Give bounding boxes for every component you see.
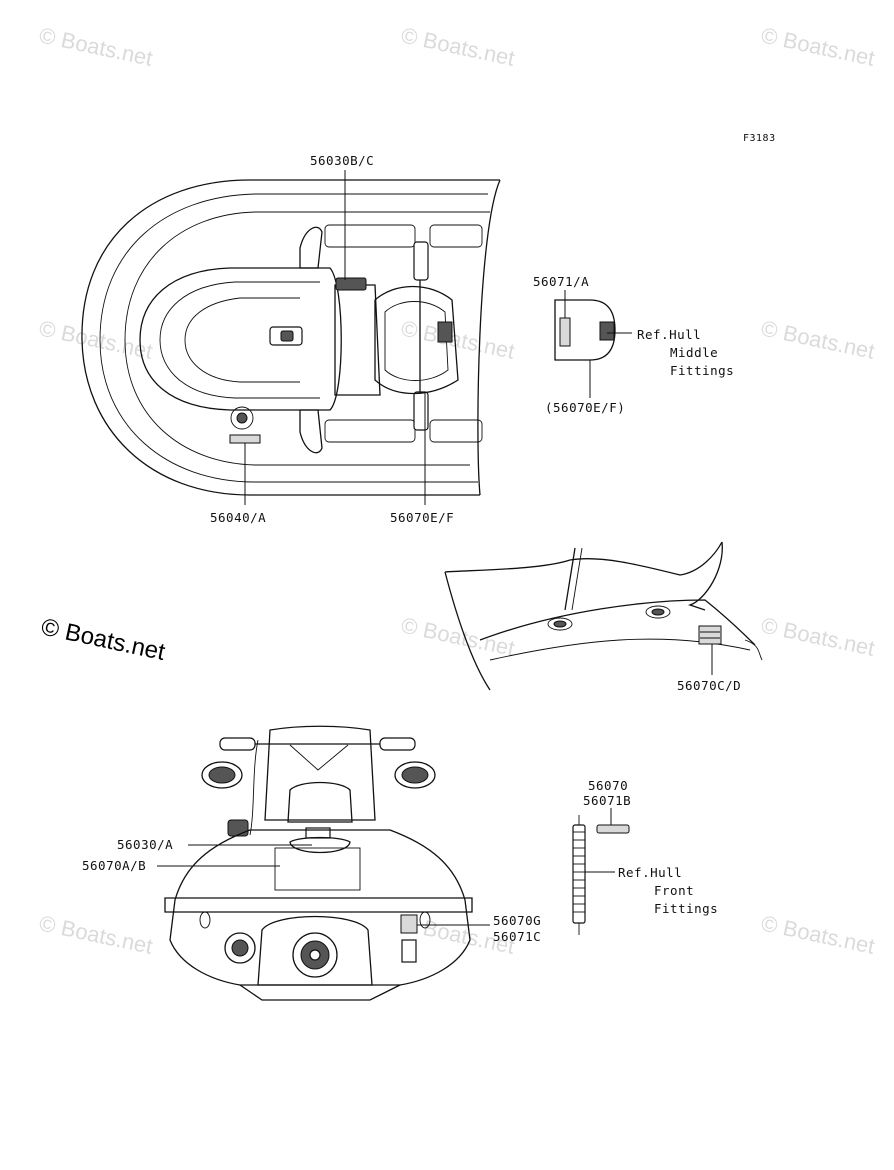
part-number-label: 56030B/C xyxy=(310,153,374,168)
watermark: © Boats.net xyxy=(37,22,155,70)
rear-view-drawing xyxy=(164,725,473,1001)
part-number-label: 56070C/D xyxy=(677,678,741,693)
inset-front-fittings: 56070 56071B Ref.Hull Front Fittings xyxy=(572,778,718,935)
reference-label: Ref.Hull xyxy=(637,327,701,342)
watermark: © Boats.net xyxy=(399,22,517,70)
part-number-label: 56040/A xyxy=(210,510,266,525)
reference-label: Middle xyxy=(670,345,718,360)
watermark: © Boats.net xyxy=(759,315,877,363)
watermark: © Boats.net xyxy=(37,910,155,958)
side-view-drawing: 56070C/D xyxy=(444,541,763,693)
rear-view-callouts: 56030/A 56070A/B 56070G 56071C xyxy=(82,837,541,944)
part-number-label: (56070E/F) xyxy=(545,400,625,415)
watermark: © Boats.net xyxy=(759,612,877,660)
inset-middle-fittings: 56071/A Ref.Hull Middle Fittings (56070E… xyxy=(533,274,734,415)
part-number-label: 56070G xyxy=(493,913,541,928)
watermark: © Boats.net xyxy=(399,315,517,363)
top-view-drawing xyxy=(81,179,501,496)
figure-code: F3183 xyxy=(743,133,776,144)
watermark-logo: © Boats.net xyxy=(39,613,168,666)
part-number-label: 56071/A xyxy=(533,274,589,289)
part-number-label: 56070A/B xyxy=(82,858,146,873)
part-number-label: 56071B xyxy=(583,793,631,808)
reference-label: Fittings xyxy=(654,901,718,916)
reference-label: Ref.Hull xyxy=(618,865,682,880)
watermark: © Boats.net xyxy=(37,315,155,363)
reference-label: Front xyxy=(654,883,694,898)
reference-label: Fittings xyxy=(670,363,734,378)
top-view-callouts: 56030B/C 56040/A 56070E/F xyxy=(210,153,454,525)
part-number-label: 56071C xyxy=(493,929,541,944)
watermark-layer: © Boats.net © Boats.net © Boats.net © Bo… xyxy=(37,22,877,958)
watermark: © Boats.net xyxy=(759,22,877,70)
part-number-label: 56070 xyxy=(588,778,628,793)
part-number-label: 56070E/F xyxy=(390,510,454,525)
watermark: © Boats.net xyxy=(759,910,877,958)
part-number-label: 56030/A xyxy=(117,837,173,852)
watermark: © Boats.net xyxy=(399,612,517,660)
